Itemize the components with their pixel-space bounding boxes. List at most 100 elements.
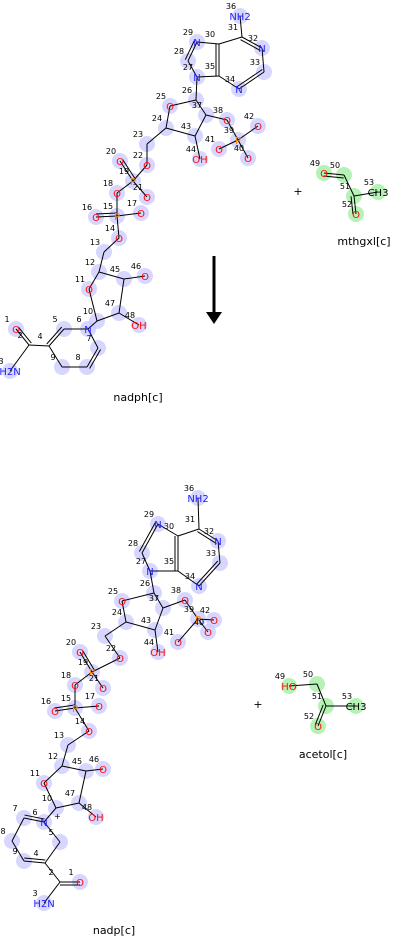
- nadph-atom-29: N: [193, 38, 200, 49]
- nadph-atom-46: O: [141, 272, 149, 283]
- nadp-atom-index-16: 16: [41, 697, 51, 706]
- nadp-atom-index-44: 44: [144, 638, 154, 647]
- nadph-atom-index-15: 15: [103, 202, 113, 211]
- nadp-atom-20: O: [76, 648, 84, 659]
- nadp-atom-44: OH: [150, 648, 165, 659]
- nadph-atom-index-40: 40: [234, 144, 244, 153]
- nadph-atom-15: P: [114, 212, 120, 223]
- mthgxl-atom-index-53: 53: [364, 178, 374, 187]
- nadph-bond-47-10: [96, 312, 120, 322]
- nadp-bond-8-7: [11, 817, 25, 842]
- nadp-bond-43-24: [125, 621, 156, 631]
- nadph-bond-14-13: [103, 237, 120, 253]
- nadp-bond2-6-7: [24, 814, 45, 820]
- nadph-bond-24-23: [146, 127, 167, 145]
- nadph-atom-index-42: 42: [244, 112, 254, 121]
- nadp-atom-index-11: 11: [30, 769, 40, 778]
- nadp-bond-45-46: [85, 768, 104, 772]
- nadp-bond-29-28: [141, 523, 159, 554]
- nadp-atom-index-31: 31: [185, 515, 195, 524]
- nadp-atom-index-42: 42: [200, 606, 210, 615]
- nadp-atom-index-36: 36: [184, 484, 194, 493]
- nadp-atom-index-14: 14: [75, 717, 85, 726]
- nadp-bond-47-48: [78, 802, 97, 818]
- nadp-atom-index-40: 40: [194, 618, 204, 627]
- nadph-atom-index-27: 27: [183, 63, 193, 72]
- nadph-bond-37-43: [194, 114, 207, 137]
- nadph-bond-8-7: [86, 347, 99, 368]
- nadp-atom-index-1: 1: [68, 868, 73, 877]
- nadph-atom-44: OH: [192, 155, 207, 166]
- nadp-atom-index-38: 38: [171, 586, 181, 595]
- nadp-atom-index-29: 29: [144, 510, 154, 519]
- acetol-atom-index-50: 50: [303, 670, 313, 679]
- nadph-atom-index-39: 39: [224, 126, 234, 135]
- nadph-atom-index-41: 41: [205, 135, 215, 144]
- nadp-atom-27: N: [146, 567, 153, 578]
- nadp-bond-10-11: [43, 782, 57, 809]
- nadph-atom-1: O: [12, 325, 20, 336]
- nadph-bond-39-40: [237, 139, 249, 159]
- nadp-atom-46: O: [99, 765, 107, 776]
- nadph-atom-index-20: 20: [106, 147, 116, 156]
- nadph-atom-index-34: 34: [225, 75, 235, 84]
- nadp-atom-6: N: [40, 818, 47, 829]
- nadph-bond2-19-20: [122, 159, 136, 180]
- nadp-atom-index-30: 30: [164, 522, 174, 531]
- nadp-bond-19-20: [79, 651, 93, 673]
- nadp-bond-15-17: [74, 705, 100, 709]
- nadph-bond-30-31: [218, 36, 243, 45]
- nadp-atom-index-41: 41: [164, 628, 174, 637]
- nadph-bond-31-32: [241, 36, 263, 49]
- acetol-name: acetol[c]: [299, 748, 347, 761]
- nadph-bond-15-14: [116, 215, 120, 239]
- nadph-atom-index-17: 17: [127, 199, 137, 208]
- nadph-bond-4-2: [28, 344, 50, 347]
- nadp-atom-index-33: 33: [206, 549, 216, 558]
- nadp-bond-47-10: [55, 802, 80, 809]
- nadp-atom-11: O: [40, 779, 48, 790]
- nadp-bond-23-22: [104, 635, 121, 659]
- nadp-bond-14-13: [67, 730, 90, 746]
- nadph-atom-index-13: 13: [90, 238, 100, 247]
- nadp-bond-10-6: [43, 807, 57, 823]
- nadph-atom-index-31: 31: [228, 23, 238, 32]
- nadp-bond-19-21: [91, 671, 104, 689]
- nadph-atom-22: O: [143, 161, 151, 172]
- nadph-atom-index-24: 24: [152, 114, 162, 123]
- nadp-bond-39-40: [197, 618, 209, 633]
- reaction-arrow: [206, 256, 222, 324]
- nadph-name: nadph[c]: [113, 391, 162, 404]
- nadp-atom-48: OH: [88, 813, 103, 824]
- nadph-atom-index-4: 4: [37, 332, 42, 341]
- nadph-bond-10-6: [87, 320, 98, 330]
- nadph-atom-index-43: 43: [181, 122, 191, 131]
- nadph-atom-index-8: 8: [75, 353, 80, 362]
- nadp-atom-index-20: 20: [66, 638, 76, 647]
- nadph-bond2-33-34: [237, 69, 263, 87]
- mthgxl-name: mthgxl[c]: [337, 235, 390, 248]
- nadp-atom-16: O: [51, 707, 59, 718]
- nadp-highlights: [4, 490, 228, 911]
- nadp-bond2-15-16: [54, 704, 75, 709]
- nadph-bond2-5-4: [46, 326, 63, 345]
- nadph-atom-14: O: [115, 234, 123, 245]
- nadp-atom-index-9: 9: [12, 847, 17, 856]
- mthgxl-atom-index-49: 49: [310, 159, 320, 168]
- mthgxl-bond2-51-52: [350, 196, 354, 215]
- nadph-bond-13-12: [98, 251, 105, 273]
- nadp-atom-42: O: [210, 616, 218, 627]
- nadph-bond-5-4: [48, 328, 65, 347]
- mthgxl-atom-index-51: 51: [340, 182, 350, 191]
- nadph-atom-index-33: 33: [250, 58, 260, 67]
- nadph-atom-index-28: 28: [174, 47, 184, 56]
- acetol-atom-index-51: 51: [312, 692, 322, 701]
- nadp-bond-34-35: [177, 570, 200, 587]
- nadp-bond-13-12: [61, 744, 69, 767]
- nadp-atom-15: P: [72, 704, 78, 715]
- nadp-bond2-31-32: [197, 531, 217, 544]
- nadph-bond-39-41: [218, 139, 239, 150]
